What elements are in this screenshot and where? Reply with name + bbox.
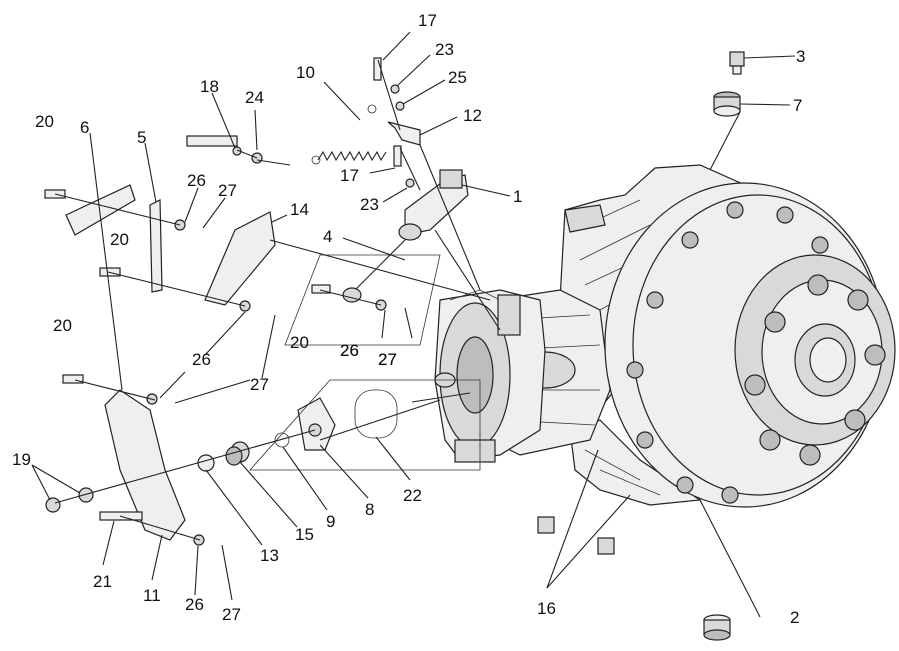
callout-26-c: 26 bbox=[340, 341, 359, 360]
callout-1: 1 bbox=[513, 187, 522, 206]
callout-27-c: 27 bbox=[378, 350, 397, 369]
callout-23-lower: 23 bbox=[360, 195, 379, 214]
callout-24: 24 bbox=[245, 88, 264, 107]
callout-26-e: 26 bbox=[340, 341, 359, 360]
callout-13: 13 bbox=[260, 546, 279, 565]
callout-21: 21 bbox=[93, 572, 112, 591]
valve-part-1 bbox=[398, 169, 469, 241]
callout-12: 12 bbox=[463, 106, 482, 125]
callout-20-c: 20 bbox=[53, 316, 72, 335]
callout-3: 3 bbox=[796, 47, 805, 66]
callout-19: 19 bbox=[12, 450, 31, 469]
callout-7: 7 bbox=[793, 96, 802, 115]
callout-8: 8 bbox=[365, 500, 374, 519]
nut-part-19-b bbox=[45, 497, 61, 513]
breather-part-3 bbox=[729, 51, 745, 75]
callout-11: 11 bbox=[143, 586, 161, 605]
nut-part-19-a bbox=[78, 487, 94, 503]
plug-part-7 bbox=[713, 91, 741, 117]
pin-part-18 bbox=[186, 135, 242, 156]
callout-25: 25 bbox=[448, 68, 467, 87]
callout-20-b: 20 bbox=[110, 230, 129, 249]
callout-6: 6 bbox=[80, 118, 89, 137]
callout-26-a: 26 bbox=[187, 171, 206, 190]
plate-part-6 bbox=[65, 184, 136, 236]
callout-20-d: 20 bbox=[290, 333, 309, 352]
washer-part-25 bbox=[395, 101, 405, 111]
hub-inner-nuts bbox=[744, 274, 886, 466]
callout-27-d: 27 bbox=[222, 605, 241, 624]
callout-17-upper: 17 bbox=[418, 11, 437, 30]
callout-10: 10 bbox=[296, 63, 315, 82]
washer-part-23-upper bbox=[390, 84, 400, 94]
callout-17-lower: 17 bbox=[340, 166, 359, 185]
lever-part-11 bbox=[104, 389, 186, 541]
callout-27-e: 27 bbox=[378, 350, 397, 369]
drain-plug-part-2 bbox=[703, 614, 731, 641]
ring-part-9 bbox=[274, 432, 290, 448]
callout-14: 14 bbox=[290, 200, 309, 219]
bolt-part-17-lower bbox=[393, 145, 402, 167]
plugs-part-16 bbox=[537, 516, 615, 555]
washer-part-23-lower bbox=[405, 178, 415, 188]
spring-part-10 bbox=[311, 104, 387, 165]
callout-18: 18 bbox=[200, 77, 219, 96]
callout-16: 16 bbox=[537, 599, 556, 618]
callout-27-a: 27 bbox=[218, 181, 237, 200]
hub-outer-bolts bbox=[626, 201, 829, 504]
callout-15: 15 bbox=[295, 525, 314, 544]
bolt-part-20-d bbox=[311, 284, 331, 294]
washer-part-13 bbox=[197, 454, 215, 472]
strip-part-5 bbox=[149, 199, 163, 293]
wheel-hub bbox=[604, 182, 896, 508]
assembly-axis-lines bbox=[54, 59, 501, 541]
bracket-part-12 bbox=[387, 121, 421, 146]
leader-lines bbox=[31, 31, 796, 618]
callout-9: 9 bbox=[326, 512, 335, 531]
bolt-part-20-c bbox=[62, 374, 84, 384]
callout-5: 5 bbox=[137, 128, 146, 147]
gasket-part-22 bbox=[354, 389, 398, 439]
callout-26-b: 26 bbox=[192, 350, 211, 369]
callout-2: 2 bbox=[790, 608, 799, 627]
callout-23-upper: 23 bbox=[435, 40, 454, 59]
callout-22: 22 bbox=[403, 486, 422, 505]
callout-20-a: 20 bbox=[35, 112, 54, 131]
bracket-part-14 bbox=[204, 211, 276, 306]
callout-26-d: 26 bbox=[185, 595, 204, 614]
assembly-guide-frames bbox=[249, 254, 481, 471]
callout-labels: 1 2 3 4 5 6 7 8 9 10 11 12 13 14 15 16 1… bbox=[12, 11, 805, 627]
bolt-part-17-upper bbox=[373, 57, 382, 81]
callout-4: 4 bbox=[323, 227, 332, 246]
callout-27-b: 27 bbox=[250, 375, 269, 394]
